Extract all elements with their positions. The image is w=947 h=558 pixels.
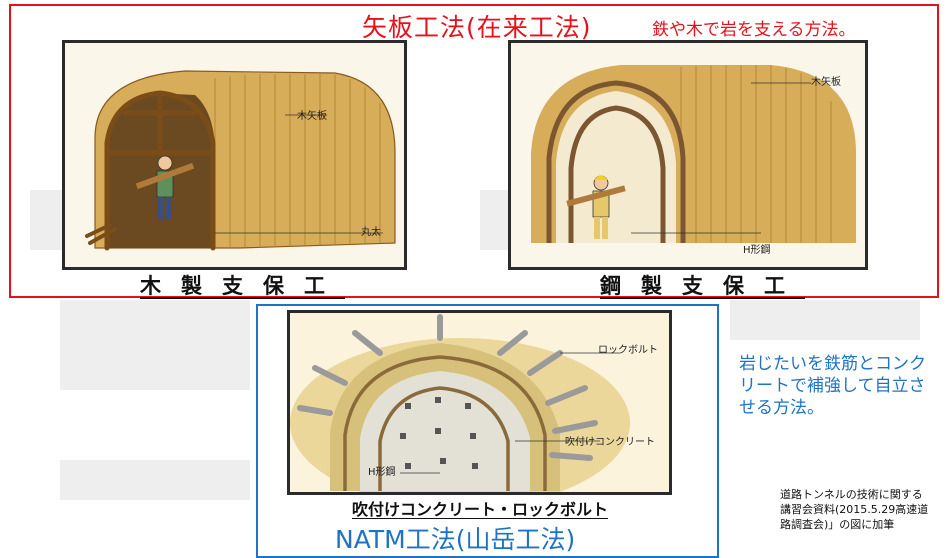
conventional-method-frame	[9, 4, 939, 298]
label-h-steel: H形鋼	[368, 467, 396, 478]
worker-figure	[135, 155, 195, 219]
label-wooden-lagging: 木矢板	[811, 77, 841, 88]
caption-wooden-support: 木製支保工	[140, 274, 345, 298]
label-shotcrete: 吹付けコンクリート	[565, 437, 655, 448]
conventional-method-note: 鉄や木で岩を支える方法。	[652, 20, 856, 40]
natm-method-frame	[256, 304, 719, 558]
label-wooden-lagging: 木矢板	[297, 111, 327, 122]
natm-title: NATM工法(山岳工法)	[335, 525, 576, 554]
panel-steel-support: 木矢板 H形鋼	[508, 40, 868, 270]
caption-natm-support: 吹付けコンクリート・ロックボルト	[352, 500, 609, 519]
background-ghost-block	[730, 300, 920, 340]
panel-natm: ロックボルト 吹付けコンクリート H形鋼	[287, 310, 672, 495]
natm-method-note: 岩じたいを鉄筋とコンクリートで補強して自立させる方法。	[739, 354, 926, 418]
label-log: 丸太	[361, 227, 381, 238]
label-h-steel: H形鋼	[743, 245, 771, 256]
page-title: 矢板工法(在来工法)	[362, 13, 592, 42]
source-credit: 道路トンネルの技術に関する講習会資料(2015.5.29高速道路調査会)」の図に…	[780, 488, 929, 531]
background-ghost-block	[60, 300, 250, 390]
natm-tunnel-illustration	[290, 313, 669, 492]
worker-figure	[566, 175, 626, 239]
background-ghost-block	[60, 460, 250, 500]
caption-steel-support: 鋼製支保工	[600, 274, 805, 298]
steel-tunnel-illustration	[511, 43, 865, 267]
panel-wooden-support: 木矢板 丸太	[62, 40, 407, 270]
wooden-tunnel-illustration	[65, 43, 404, 267]
label-rock-bolt: ロックボルト	[598, 345, 658, 356]
